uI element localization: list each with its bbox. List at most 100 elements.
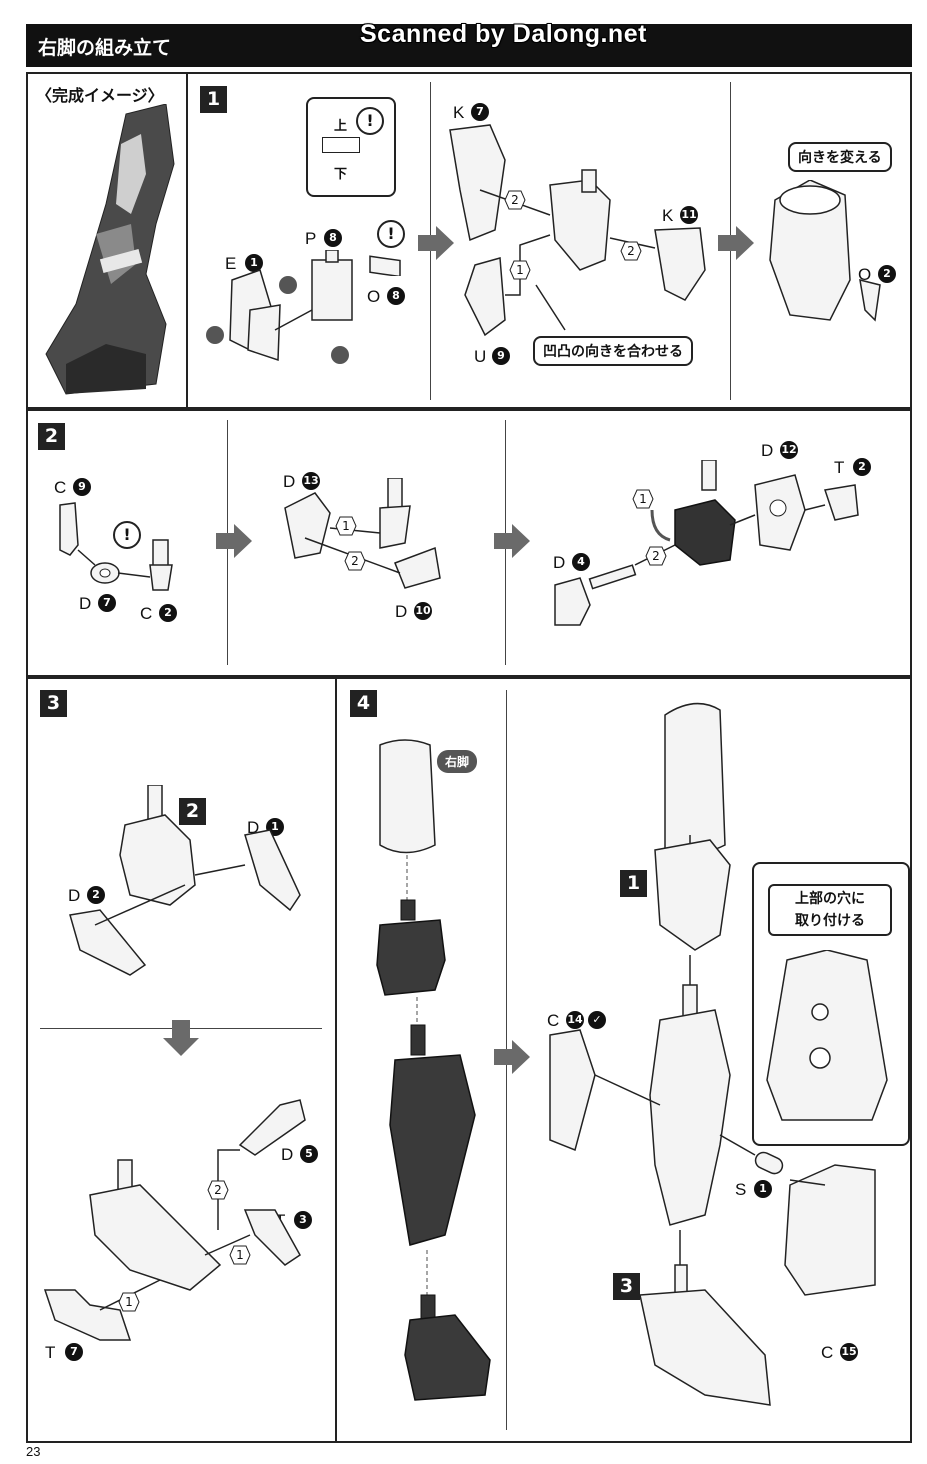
step-3-substep-2: 2	[179, 798, 206, 825]
part-number-E1: 1	[245, 254, 263, 272]
completed-leg-image	[45, 104, 175, 395]
right-leg-pill: 右脚	[437, 750, 478, 773]
part-number-T3: 3	[294, 1211, 312, 1229]
order-text: 2	[627, 244, 635, 258]
part-shape-icon	[322, 137, 360, 153]
step3-subassembly-bottom	[43, 1099, 306, 1341]
part-O8-shape	[369, 255, 401, 276]
step-4-substep-3: 3	[613, 1273, 640, 1300]
section-header: 右脚の組み立て	[26, 24, 912, 67]
page-number: 23	[26, 1444, 41, 1459]
step2-row	[26, 409, 912, 677]
order-text: 1	[125, 1295, 133, 1309]
arrow-down-icon	[163, 1020, 199, 1056]
order-number-1: 1	[632, 489, 654, 509]
hole-callout-text: 上部の穴に 取り付ける	[768, 884, 892, 936]
arrow-right-icon	[718, 226, 754, 260]
order-number-2: 2	[207, 1180, 229, 1200]
order-text: 2	[214, 1183, 222, 1197]
part-number-S1: 1	[754, 1180, 772, 1198]
align-callout: 凹凸の向きを合わせる	[533, 336, 693, 366]
part-number-O8: 8	[387, 287, 405, 305]
step2-subassembly-b	[284, 478, 441, 589]
step-1-number: 1	[200, 86, 227, 113]
order-number-1: 1	[509, 260, 531, 280]
step1-result-assembly	[769, 180, 881, 322]
step2-subassembly-a	[59, 502, 173, 591]
part-number-D2: 2	[87, 886, 105, 904]
part-label-O8: O	[367, 287, 381, 306]
order-text: 1	[342, 519, 350, 533]
step1-row	[26, 72, 912, 409]
orientation-up-label: 上	[334, 119, 348, 134]
part-label-D2: D	[68, 886, 81, 905]
order-text: 2	[351, 554, 359, 568]
hole-detail-part	[766, 950, 888, 1121]
part-number-D12: 12	[780, 441, 798, 459]
step-2-number: 2	[38, 423, 65, 450]
part-number-D7: 7	[98, 594, 116, 612]
step3-4-row	[26, 677, 912, 1443]
exclamation-icon: !	[377, 220, 405, 248]
part-label-D10: D	[395, 602, 408, 621]
completed-image-label: 〈完成イメージ〉	[36, 86, 164, 105]
divider	[335, 679, 337, 1441]
step-4-number: 4	[350, 690, 377, 717]
part-label-D13: D	[283, 472, 296, 491]
exclamation-icon: !	[113, 521, 141, 549]
part-label-C2: C	[140, 604, 153, 623]
part-number-T2: 2	[853, 458, 871, 476]
part-label-K7: K	[453, 103, 465, 122]
orientation-down-label: 下	[334, 167, 348, 182]
part-number-C15: 15	[840, 1343, 858, 1361]
part-label-D4: D	[553, 553, 566, 572]
part-label-C9: C	[54, 478, 67, 497]
section-title: 右脚の組み立て	[38, 37, 172, 59]
part-number-K11: 11	[680, 206, 698, 224]
order-text: 2	[652, 549, 660, 563]
turn-callout: 向きを変える	[788, 142, 892, 172]
step4-right-assembly	[549, 702, 876, 1406]
arrow-right-icon	[418, 226, 454, 260]
part-number-C2: 2	[159, 604, 177, 622]
part-number-P8: 8	[324, 229, 342, 247]
orientation-callout: 上 下 !	[306, 97, 396, 197]
part-number-C14: 14	[566, 1011, 584, 1029]
step1-subassembly-b	[449, 124, 706, 337]
order-number-2: 2	[504, 190, 526, 210]
order-number-1: 1	[229, 1245, 251, 1265]
part-label-D7: D	[79, 594, 92, 613]
order-text: 1	[639, 492, 647, 506]
order-number-2: 2	[620, 241, 642, 261]
part-label-K11: K	[662, 206, 674, 225]
part-number-D10: 10	[414, 602, 432, 620]
part-number-U9: 9	[492, 347, 510, 365]
scan-watermark: Scanned by Dalong.net	[360, 20, 647, 48]
part-label-T2: T	[834, 458, 845, 477]
order-number-1: 1	[118, 1292, 140, 1312]
arrow-right-icon	[216, 524, 252, 558]
part-number-D4: 4	[572, 553, 590, 571]
order-text: 1	[516, 263, 524, 277]
cement-icon: ✓	[588, 1011, 606, 1029]
part-number-O2: 2	[878, 265, 896, 283]
part-label-S1: S	[735, 1180, 747, 1199]
order-text: 2	[511, 193, 519, 207]
arrow-right-icon	[494, 1040, 530, 1074]
part-label-D5: D	[281, 1145, 294, 1164]
step3-subassembly-top	[69, 785, 301, 976]
part-number-T7: 7	[65, 1343, 83, 1361]
part-number-D13: 13	[302, 472, 320, 490]
part-label-C14: C	[547, 1011, 560, 1030]
step-3-number: 3	[40, 690, 67, 717]
step1-subassembly-a	[206, 250, 353, 364]
order-text: 1	[236, 1248, 244, 1262]
part-number-D5: 5	[300, 1145, 318, 1163]
divider	[186, 74, 188, 407]
step2-subassembly-c	[554, 460, 859, 626]
step4-leg-parts-dark	[376, 739, 491, 1401]
order-number-2: 2	[645, 546, 667, 566]
part-label-U9: U	[474, 347, 487, 366]
part-label-P8: P	[305, 229, 317, 248]
step-4-substep-1: 1	[620, 870, 647, 897]
